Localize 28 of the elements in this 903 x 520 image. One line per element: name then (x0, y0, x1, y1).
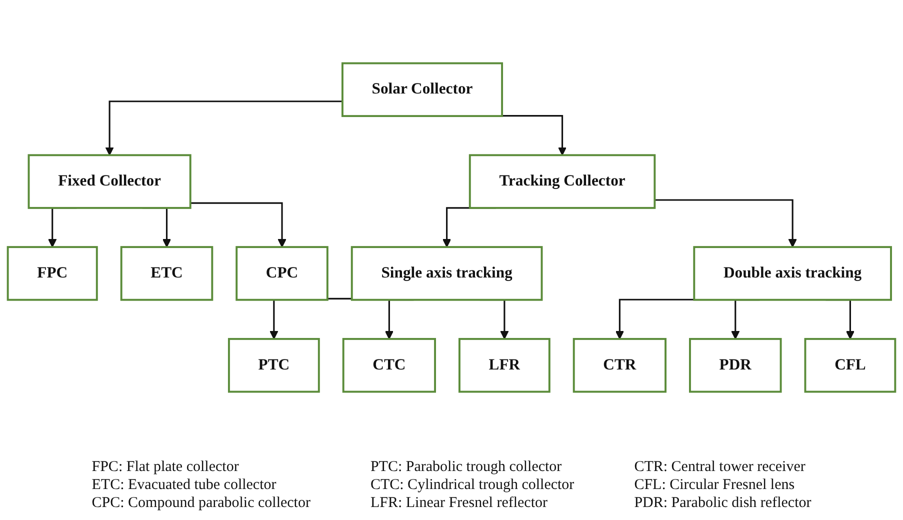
node-box: Solar Collector (341, 62, 504, 118)
node-box: PTC (228, 338, 320, 393)
abbreviation-note: CFL: Circular Fresnel lens (634, 477, 796, 494)
node-box: FPC (6, 246, 98, 301)
node-box: CFL (804, 338, 896, 393)
arrow (654, 199, 797, 248)
node-box: PDR (689, 338, 782, 393)
node-box: CTC (342, 338, 436, 393)
node-box: CPC (236, 246, 328, 301)
node-box: ETC (120, 246, 214, 301)
node-box: LFR (458, 338, 550, 393)
abbreviation-note: CTC: Cylindrical trough collector (370, 477, 574, 494)
abbreviation-note: FPC: Flat plate collector (92, 459, 240, 476)
arrow (502, 115, 567, 156)
node-box: Double axis tracking (693, 246, 892, 301)
abbreviation-note: LFR: Linear Fresnel reflector (370, 495, 548, 512)
arrow (105, 100, 342, 156)
abbreviation-note: ETC: Evacuated tube collector (92, 477, 278, 494)
abbreviation-note: PDR: Parabolic dish reflector (634, 495, 812, 512)
arrow (615, 298, 694, 340)
abbreviation-note: CPC: Compound parabolic collector (92, 495, 310, 512)
abbreviation-note: CTR: Central tower receiver (634, 459, 806, 476)
node-box: Tracking Collector (468, 154, 656, 209)
arrow (190, 202, 286, 248)
node-box: Single axis tracking (350, 246, 543, 301)
node-box: Fixed Collector (28, 154, 192, 209)
abbreviation-note: PTC: Parabolic trough collector (370, 459, 563, 476)
node-box: CTR (572, 338, 667, 393)
